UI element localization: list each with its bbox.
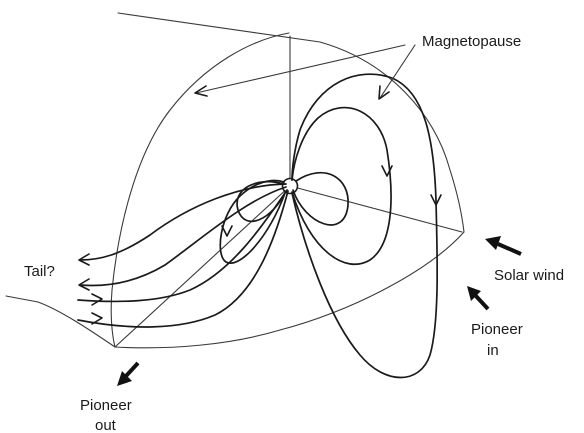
magnetopause-annotation: Magnetopause	[194, 33, 521, 100]
inflow-arrow-2	[91, 312, 103, 325]
pioneer-out-arrow-head	[117, 371, 132, 386]
magnetopause-boundary	[5, 12, 465, 349]
pioneer-in-arrow-shaft	[473, 293, 490, 311]
pioneer-out-annotation: Pioneer out	[80, 361, 140, 433]
magnetopause-pointer-inner	[195, 44, 406, 94]
field-line-right-middle-loop	[291, 106, 392, 266]
inflow-arrow-1	[91, 293, 103, 306]
solar-wind-arrow-head	[485, 236, 501, 250]
sun-direction-line	[289, 185, 463, 233]
solar-wind-label: Solar wind	[494, 267, 564, 284]
reference-axes	[114, 35, 463, 348]
magnetopause-pointer-outer-head	[378, 85, 390, 100]
tail-field-line-4	[77, 190, 289, 328]
middle-left-loop-arrow	[221, 225, 233, 237]
tail-arrow-1	[78, 253, 90, 266]
pioneer-out-label-line1: Pioneer	[80, 397, 132, 414]
pioneer-out-label-line2: out	[95, 417, 117, 433]
magnetopause-label: Magnetopause	[422, 33, 521, 50]
tail-field-line-1	[79, 183, 287, 261]
magnetopause-inner-dome	[110, 32, 290, 348]
tail-arrow-2	[78, 278, 90, 291]
pioneer-out-arrow-shaft	[124, 361, 140, 378]
field-lines	[77, 73, 439, 379]
pioneer-in-arrow-head	[467, 286, 481, 301]
tail-direction-line	[114, 185, 291, 348]
field-line-middle-left-loop	[219, 179, 286, 264]
field-line-large-outer-loop	[291, 73, 439, 379]
right-middle-loop-arrow	[381, 165, 393, 177]
solar-wind-arrow-shaft	[497, 242, 522, 256]
magnetopause-dome	[319, 41, 465, 233]
magnetopause-lower-left-edge	[5, 295, 116, 348]
tail-field-line-3	[77, 189, 288, 303]
magnetopause-top-edge	[117, 12, 321, 43]
magnetopause-right-edge	[114, 231, 465, 349]
pioneer-in-label-line2: in	[487, 342, 499, 359]
pioneer-in-label-line1: Pioneer	[471, 321, 523, 338]
tail-label: Tail?	[24, 263, 55, 280]
field-arrowheads	[78, 165, 442, 325]
magnetopause-pointer-outer	[379, 44, 416, 99]
pioneer-in-annotation: Pioneer in	[467, 286, 523, 359]
outer-loop-arrow	[430, 194, 442, 206]
field-line-inner-right-loop	[292, 171, 349, 226]
magnetopause-pointer-inner-head	[194, 85, 208, 97]
tail-field-line-2	[79, 186, 287, 287]
solar-wind-annotation: Solar wind	[485, 236, 564, 284]
